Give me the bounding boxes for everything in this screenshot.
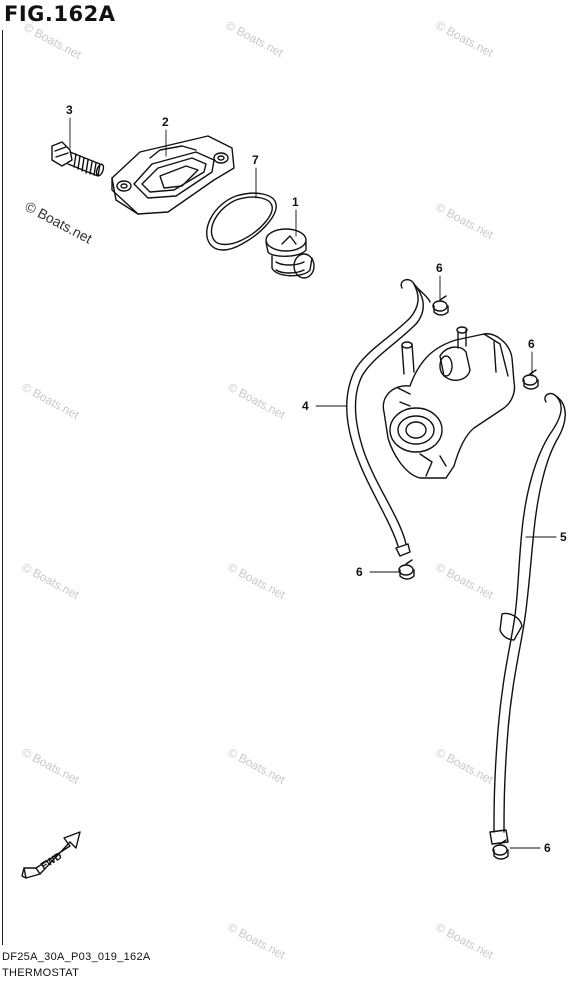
thermostat-cover-part-2 — [111, 135, 235, 215]
figure-name: THERMOSTAT — [2, 967, 80, 979]
frame-left-rule — [2, 30, 3, 945]
clamp-part-6 — [432, 295, 449, 316]
callout-7: 7 — [252, 153, 259, 167]
gasket-part-7 — [206, 192, 277, 251]
clamp-part-6 — [492, 839, 509, 860]
thermostat-part-1 — [265, 228, 315, 279]
callout-5: 5 — [560, 530, 567, 544]
callout-6-bottom: 6 — [544, 841, 551, 855]
clamp-part-6 — [398, 559, 415, 580]
leader-lines — [69, 117, 557, 849]
callout-6-top: 6 — [436, 261, 443, 275]
callout-1: 1 — [292, 195, 299, 209]
callout-6-mid: 6 — [356, 565, 363, 579]
callout-6-right: 6 — [528, 337, 535, 351]
fwd-label: FWD — [39, 851, 64, 872]
figure-code: DF25A_30A_P03_019_162A — [2, 951, 151, 963]
hose-part-5 — [489, 392, 566, 845]
bolt-part-3 — [51, 141, 105, 177]
figure-title: FIG.162A — [4, 2, 116, 26]
housing-assembly — [382, 326, 516, 479]
callout-4: 4 — [302, 399, 309, 413]
callout-3: 3 — [66, 103, 73, 117]
fwd-arrow — [21, 831, 81, 879]
clamp-part-6 — [522, 369, 539, 390]
hose-part-4 — [346, 278, 431, 557]
callout-2: 2 — [162, 115, 169, 129]
